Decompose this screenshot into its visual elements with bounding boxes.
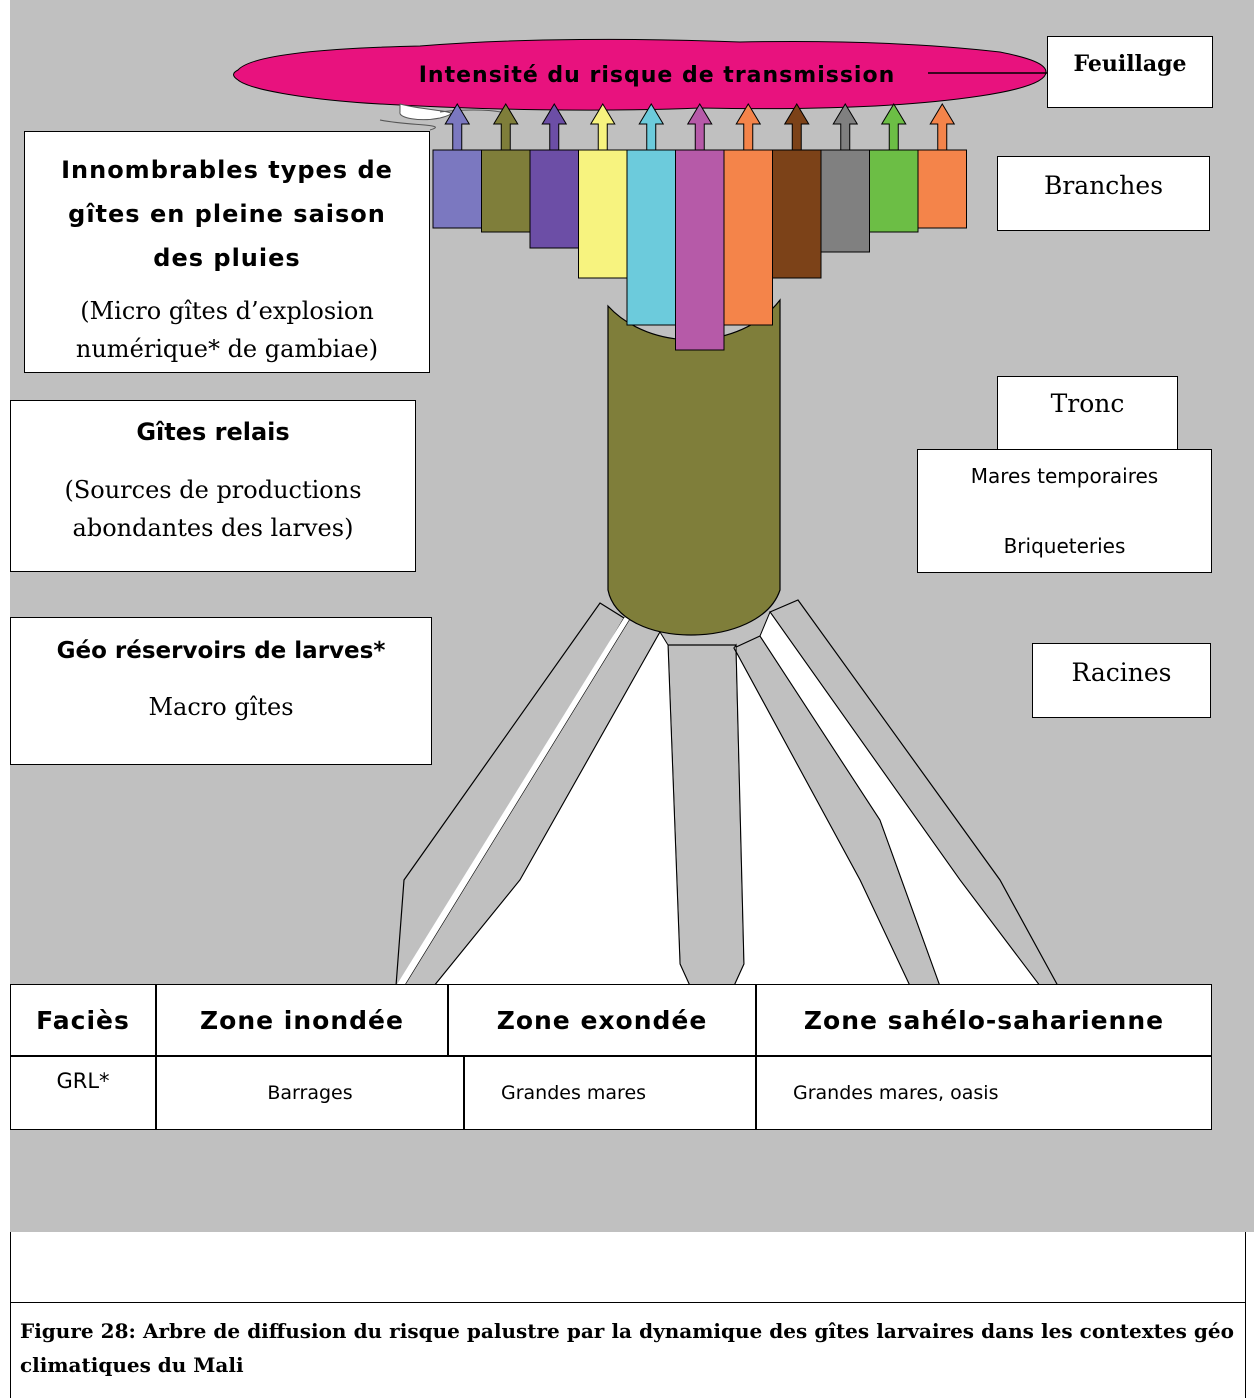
branch-bar bbox=[869, 149, 919, 233]
branch-arrow bbox=[432, 103, 482, 229]
branch-arrowhead bbox=[686, 103, 713, 151]
branch-arrow bbox=[820, 103, 870, 253]
branch-arrow bbox=[917, 103, 967, 229]
figure-caption: Figure 28: Arbre de diffusion du risque … bbox=[20, 1314, 1234, 1382]
relais-sub-line-1: (Sources de productions bbox=[64, 476, 362, 504]
branches-description-box: Innombrables types de gîtes en pleine sa… bbox=[24, 131, 430, 373]
branch-bar bbox=[578, 149, 628, 279]
branch-bar bbox=[432, 149, 482, 229]
branches-title-line-3: des pluies bbox=[153, 244, 301, 272]
branch-arrowhead bbox=[541, 103, 568, 151]
branch-bar bbox=[481, 149, 531, 233]
tronc-item-2: Briqueteries bbox=[1003, 534, 1126, 558]
table-header-zone-inondee: Zone inondée bbox=[156, 984, 448, 1056]
foliage-title: Intensité du risque de transmission bbox=[419, 63, 896, 88]
branch-arrowhead bbox=[492, 103, 519, 151]
table-header-zone-sahelo-saharienne: Zone sahélo-saharienne bbox=[756, 984, 1212, 1056]
grl-table: Faciès Zone inondée Zone exondée Zone sa… bbox=[10, 984, 1212, 1130]
tronc-item-1: Mares temporaires bbox=[970, 464, 1159, 488]
root-gap bbox=[396, 615, 632, 986]
reservoirs-title: Géo réservoirs de larves* bbox=[56, 638, 386, 664]
branches-title-line-2: gîtes en pleine saison bbox=[68, 200, 386, 228]
branch-arrowhead bbox=[638, 103, 665, 151]
tronc-items-box: Mares temporaires Briqueteries bbox=[917, 449, 1212, 573]
branch-arrow bbox=[675, 103, 725, 351]
tronc-label: Tronc bbox=[1050, 389, 1125, 418]
foliage-wisp bbox=[379, 119, 436, 131]
branch-arrowhead bbox=[444, 103, 471, 151]
tronc-label-box: Tronc bbox=[997, 376, 1178, 452]
branch-arrowhead bbox=[783, 103, 810, 151]
roots bbox=[395, 599, 1060, 987]
trunk bbox=[607, 298, 781, 636]
branch-bar bbox=[772, 149, 822, 279]
table-row-label-grl: GRL* bbox=[10, 1056, 156, 1130]
branch-arrowhead bbox=[832, 103, 859, 151]
branch-arrowhead bbox=[880, 103, 907, 151]
branch-bar bbox=[529, 149, 579, 249]
caption-label: Figure 28 bbox=[20, 1319, 129, 1343]
reservoirs-description-box: Géo réservoirs de larves* Macro gîtes bbox=[10, 617, 432, 765]
relais-description-box: Gîtes relais (Sources de productions abo… bbox=[10, 400, 416, 572]
branches bbox=[432, 103, 967, 351]
branch-arrow bbox=[772, 103, 822, 279]
table-cell-barrages: Barrages bbox=[156, 1056, 464, 1130]
branch-arrow bbox=[481, 103, 531, 233]
caption-frame bbox=[10, 1232, 1246, 1398]
foliage-cloud bbox=[233, 38, 1048, 131]
racines-label-box: Racines bbox=[1032, 643, 1211, 718]
feuillage-label: Feuillage bbox=[1073, 51, 1187, 77]
table-header-zone-exondee: Zone exondée bbox=[448, 984, 756, 1056]
branch-bar bbox=[675, 149, 725, 351]
branches-title-line-1: Innombrables types de bbox=[61, 156, 393, 184]
table-cell-grandes-mares: Grandes mares bbox=[464, 1056, 756, 1130]
table-cell-grandes-mares-oasis: Grandes mares, oasis bbox=[756, 1056, 1212, 1130]
branch-bar bbox=[820, 149, 870, 253]
branch-arrow bbox=[723, 103, 773, 326]
branch-arrow bbox=[869, 103, 919, 233]
relais-sub-line-2: abondantes des larves) bbox=[72, 514, 354, 542]
branches-sub-line-2: numérique* de gambiae) bbox=[75, 335, 379, 363]
branch-arrow bbox=[578, 103, 628, 279]
reservoirs-sub: Macro gîtes bbox=[148, 693, 294, 721]
caption-text: : Arbre de diffusion du risque palustre … bbox=[20, 1319, 1234, 1377]
table-header-facies: Faciès bbox=[10, 984, 156, 1056]
tree-drawing: Intensité du risque de transmission bbox=[233, 38, 1060, 987]
foliage-wisp bbox=[399, 103, 452, 121]
branch-bar bbox=[723, 149, 773, 326]
branch-arrowhead bbox=[735, 103, 762, 151]
branch-arrowhead bbox=[929, 103, 956, 151]
racines-label: Racines bbox=[1071, 658, 1172, 687]
branch-arrow bbox=[529, 103, 579, 249]
branch-arrowhead bbox=[589, 103, 616, 151]
branch-arrow bbox=[626, 103, 676, 326]
branches-sub-line-1: (Micro gîtes d’explosion bbox=[80, 297, 374, 325]
branch-bar bbox=[626, 149, 676, 326]
caption-divider bbox=[10, 1302, 1246, 1303]
feuillage-label-box: Feuillage bbox=[1047, 36, 1213, 108]
branches-label: Branches bbox=[1043, 171, 1164, 200]
relais-title: Gîtes relais bbox=[136, 418, 290, 446]
branches-label-box: Branches bbox=[997, 156, 1210, 231]
branch-bar bbox=[917, 149, 967, 229]
